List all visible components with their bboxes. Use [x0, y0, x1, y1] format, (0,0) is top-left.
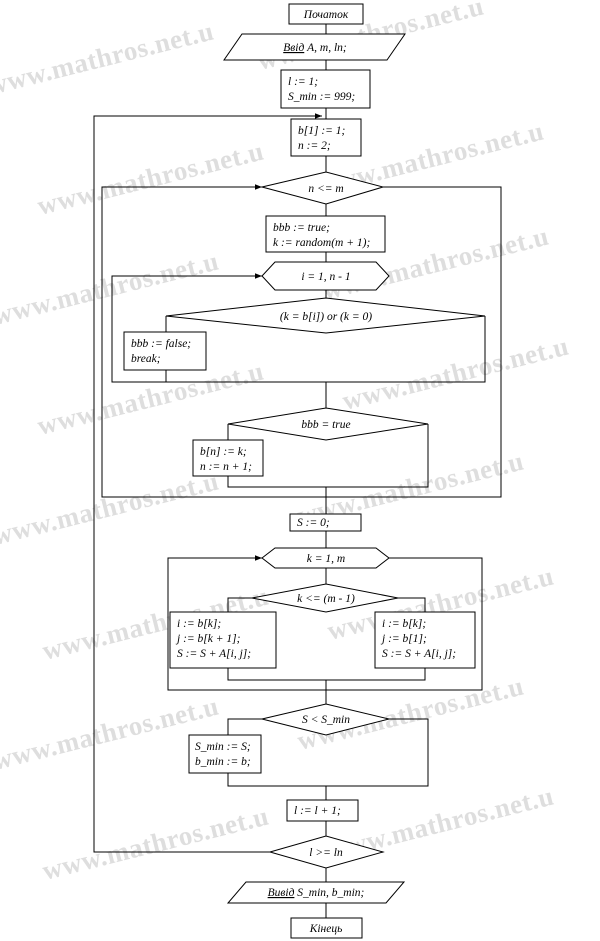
break-line-1: bbb := false; — [131, 338, 191, 350]
watermark-layer: www.mathros.net.u www.mathros.net.u www.… — [0, 0, 572, 886]
cond-s-label: S < S_min — [302, 714, 350, 726]
cond-k-decision: (k = b[i]) or (k = 0) — [165, 297, 486, 334]
cond-bbb-label: bbb = true — [301, 419, 350, 431]
loop-i-label: i = 1, n - 1 — [301, 271, 350, 283]
cond-km-decision: k <= (m - 1) — [251, 583, 399, 613]
break-process: bbb := false; break; — [123, 331, 207, 371]
break-line-2: break; — [131, 353, 161, 365]
cond-bbb-decision: bbb = true — [227, 407, 429, 441]
cond-k-label: (k = b[i]) or (k = 0) — [280, 311, 372, 323]
watermark-text: www.mathros.net.u — [339, 331, 572, 416]
cond-l-decision: l >= ln — [268, 835, 385, 869]
start-label: Початок — [303, 9, 349, 21]
bbb-line-2: k := random(m + 1); — [273, 237, 370, 249]
input-node: Ввід A, m, ln; — [223, 33, 406, 61]
b1-process: b[1] := 1; n := 2; — [290, 118, 362, 157]
init-process: l := 1; S_min := 999; — [280, 69, 371, 109]
watermark-text: www.mathros.net.u — [39, 801, 272, 886]
init-line-1: l := 1; — [288, 76, 318, 88]
s0-label: S := 0; — [297, 517, 330, 529]
output-label: Вивід S_min, b_min; — [268, 887, 365, 899]
input-keyword: Ввід — [283, 42, 304, 54]
init-line-2: S_min := 999; — [288, 91, 355, 103]
left-process: i := b[k]; j := b[k + 1]; S := S + A[i, … — [169, 611, 277, 669]
watermark-text: www.mathros.net.u — [0, 466, 222, 551]
linc-label: l := l + 1; — [294, 805, 341, 817]
s0-process: S := 0; — [289, 513, 362, 532]
watermark-text: www.mathros.net.u — [34, 136, 267, 221]
output-vars: S_min, b_min; — [294, 887, 364, 899]
output-node: Вивід S_min, b_min; — [226, 881, 406, 904]
watermark-text: www.mathros.net.u — [0, 16, 217, 101]
end-terminal: Кінець — [290, 917, 363, 939]
bbb-process: bbb := true; k := random(m + 1); — [265, 215, 386, 253]
right-process: i := b[k]; j := b[1]; S := S + A[i, j]; — [374, 611, 476, 669]
right-line-2: j := b[1]; — [380, 633, 427, 645]
b1-line-1: b[1] := 1; — [298, 125, 346, 137]
bbb-line-1: bbb := true; — [273, 222, 330, 234]
smin-process: S_min := S; b_min := b; — [188, 734, 262, 774]
smin-line-1: S_min := S; — [195, 741, 251, 753]
while-n-label: n <= m — [308, 183, 343, 195]
smin-line-2: b_min := b; — [195, 756, 251, 768]
right-line-1: i := b[k]; — [382, 618, 426, 630]
end-label: Кінець — [309, 923, 343, 935]
input-label: Ввід A, m, ln; — [283, 42, 347, 54]
output-keyword: Вивід — [268, 887, 295, 899]
bn-line-1: b[n] := k; — [200, 446, 247, 458]
cond-l-label: l >= ln — [309, 847, 343, 859]
cond-km-label: k <= (m - 1) — [297, 593, 355, 605]
cond-s-decision: S < S_min — [261, 703, 390, 736]
connectors — [93, 24, 502, 918]
b1-line-2: n := 2; — [298, 140, 331, 152]
linc-process: l := l + 1; — [286, 799, 359, 822]
loop-k-node: k = 1, m — [261, 547, 390, 569]
left-line-1: i := b[k]; — [177, 618, 221, 630]
loop-k-label: k = 1, m — [307, 553, 345, 565]
loop-i-node: i = 1, n - 1 — [261, 261, 390, 291]
right-line-3: S := S + A[i, j]; — [382, 648, 456, 660]
bn-line-2: n := n + 1; — [200, 461, 252, 473]
while-n-decision: n <= m — [261, 171, 385, 205]
bn-process: b[n] := k; n := n + 1; — [192, 439, 264, 477]
left-line-2: j := b[k + 1]; — [175, 633, 241, 645]
left-line-3: S := S + A[i, j]; — [177, 648, 251, 660]
input-vars: A, m, ln; — [304, 42, 347, 54]
start-terminal: Початок — [288, 3, 364, 25]
